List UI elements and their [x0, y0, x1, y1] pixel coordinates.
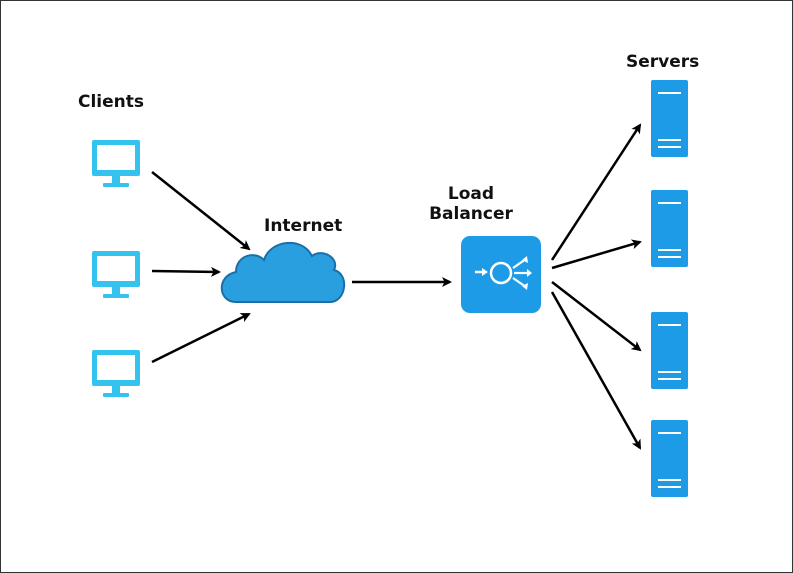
server-1 [651, 80, 688, 157]
arrow-client1-to-internet [151, 171, 251, 251]
client-monitor-3 [92, 350, 140, 397]
load-balancer-label-line-1: Load [447, 184, 495, 204]
server-icon [651, 312, 688, 389]
monitor-icon [92, 140, 140, 187]
load-balancer-icon [461, 236, 541, 313]
arrow-lb-to-server-3 [551, 281, 642, 352]
clients-label: Clients [78, 92, 145, 112]
server-icon [651, 80, 688, 157]
servers-label: Servers [626, 52, 700, 72]
monitor-icon [92, 251, 140, 298]
server-2 [651, 190, 688, 267]
server-3 [651, 312, 688, 389]
cloud-icon [220, 241, 345, 303]
client-monitor-2 [92, 251, 140, 298]
arrow-client3-to-internet [151, 312, 251, 364]
load-balancer-label: Load Balancer [406, 184, 536, 225]
arrow-lb-to-server-2 [551, 239, 642, 270]
arrow-client2-to-internet [151, 266, 221, 277]
server-icon [651, 190, 688, 267]
internet-label: Internet [264, 216, 343, 236]
client-monitor-1 [92, 140, 140, 187]
arrow-lb-to-server-4 [550, 291, 642, 450]
monitor-icon [92, 350, 140, 397]
server-icon [651, 420, 688, 497]
server-4 [651, 420, 688, 497]
load-balancer-label-line-2: Balancer [429, 204, 513, 225]
arrow-lb-to-server-1 [550, 123, 642, 261]
